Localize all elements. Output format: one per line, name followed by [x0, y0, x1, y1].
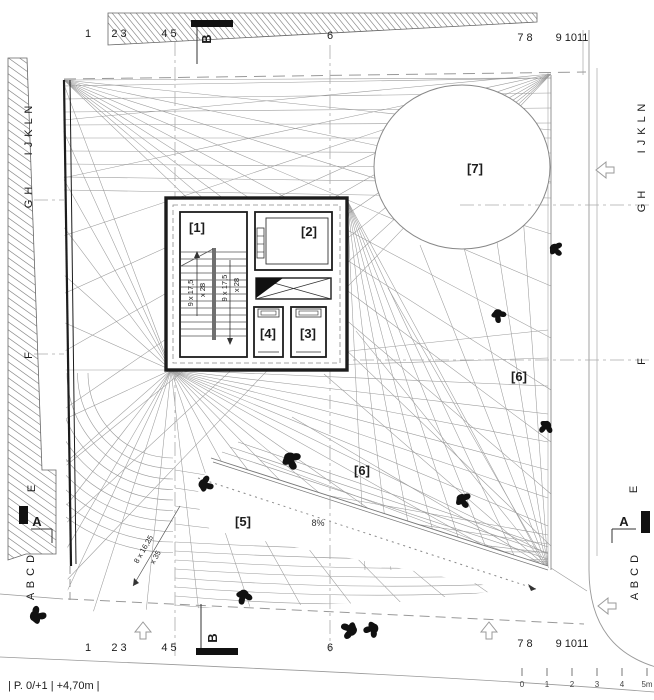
elevator-room — [254, 211, 333, 271]
stair-dim: x 28 — [198, 283, 207, 297]
stair-dim: x 28 — [232, 278, 241, 292]
grid-letters-right: F — [636, 357, 648, 365]
ramp-surface — [195, 458, 548, 598]
pigeon-icon — [362, 619, 382, 639]
grid-letters-right: A B C D — [629, 554, 641, 600]
slope-label: 8% — [311, 518, 324, 528]
grid-letters-left: I J K L N — [23, 105, 35, 156]
grid-letters-left: G H — [23, 186, 35, 209]
grid-letters-right: I J K L N — [636, 103, 648, 154]
exterior-stair-annotation — [132, 505, 181, 587]
shaft-wedge — [256, 278, 283, 298]
title-block-divider — [0, 656, 654, 693]
walkway-strip — [551, 70, 588, 620]
grid-number-top: 4 5 — [161, 28, 176, 40]
grid-letters-right: G H — [636, 190, 648, 213]
service-room-3 — [290, 306, 327, 358]
entrance-arrows — [133, 160, 617, 640]
up-arrow-icon — [133, 621, 153, 640]
pigeon-icon — [339, 619, 359, 640]
grid-letters-left: A B C D — [25, 554, 37, 600]
grid-number-top: 7 8 — [517, 32, 532, 44]
top-neighbor-building — [107, 12, 538, 46]
scale-tick: 1 — [545, 680, 550, 689]
left-arrow-icon — [595, 160, 615, 180]
room-label-6: [6] — [354, 463, 370, 478]
roof-opening-ellipse — [373, 84, 551, 250]
grid-number-top: 2 3 — [111, 28, 126, 40]
room-label-5: [5] — [235, 514, 251, 529]
scale-tick: 0 — [520, 680, 525, 689]
pigeon-icon — [455, 491, 471, 509]
section-label-b: B — [199, 34, 214, 43]
ramp-area — [195, 441, 549, 598]
grid-number-bottom: 2 3 — [111, 642, 126, 654]
west-wall — [62, 79, 77, 567]
void-shaft — [255, 277, 332, 300]
pigeon-icon — [539, 420, 553, 433]
stair-up-arrow — [194, 251, 200, 258]
grid-number-bottom: 4 5 — [161, 642, 176, 654]
stair-down-arrow — [227, 338, 233, 345]
room-label-1: [1] — [189, 220, 205, 235]
up-arrow-icon — [479, 621, 499, 640]
pigeon-icon — [280, 449, 302, 471]
stair-room — [179, 211, 248, 358]
scale-bar — [521, 668, 648, 676]
room-label-3: [3] — [300, 326, 316, 341]
section-marker-b-top — [191, 20, 233, 64]
grid-number-top: 1 — [85, 28, 91, 40]
left-neighbor-building — [7, 57, 57, 561]
room-label-7: [7] — [467, 161, 483, 176]
pigeon-icon — [489, 306, 508, 325]
level-indicator: | P. 0/+1 | +4,70m | — [8, 680, 100, 692]
slope-arrowhead — [528, 584, 536, 591]
section-label-a: A — [619, 514, 629, 529]
section-label-a: A — [32, 514, 42, 529]
grid-number-bottom: 9 1011 — [556, 638, 589, 650]
scale-tick: 3 — [595, 680, 600, 689]
left-arrow-icon — [597, 596, 617, 616]
core — [164, 196, 349, 372]
grid-number-bottom: 1 — [85, 642, 91, 654]
pigeon-icon — [234, 587, 254, 606]
pigeon-icon — [26, 604, 48, 627]
grid-letters-right: E — [628, 485, 640, 493]
section-label-b: B — [205, 633, 220, 642]
grid-number-top: 9 1011 — [556, 32, 589, 44]
stair-dim: 9 x 17,5 — [220, 275, 229, 302]
room-label-2: [2] — [301, 224, 317, 239]
service-room-4 — [253, 306, 284, 358]
room-label-4: [4] — [260, 326, 276, 341]
exterior-stair-dim: x 35 — [148, 549, 163, 566]
stair-rail — [212, 248, 216, 340]
scale-tick: 5m — [641, 680, 652, 689]
grid-number-bottom: 6 — [327, 642, 333, 654]
grid-letters-left: E — [26, 484, 38, 492]
stair-dim: 9 x 17,5 — [186, 280, 195, 307]
section-marker-a-left — [19, 506, 53, 543]
site-boundary — [0, 30, 654, 693]
scale-tick: 4 — [620, 680, 625, 689]
room-label-6: [6] — [511, 369, 527, 384]
section-marker-b-bottom — [196, 604, 238, 655]
grid-number-bottom: 7 8 — [517, 638, 532, 650]
elevator-door — [256, 227, 265, 259]
grid-number-top: 6 — [327, 30, 333, 42]
scale-tick: 2 — [570, 680, 575, 689]
section-marker-a-right — [611, 511, 650, 543]
grid-letters-left: F — [23, 351, 35, 359]
